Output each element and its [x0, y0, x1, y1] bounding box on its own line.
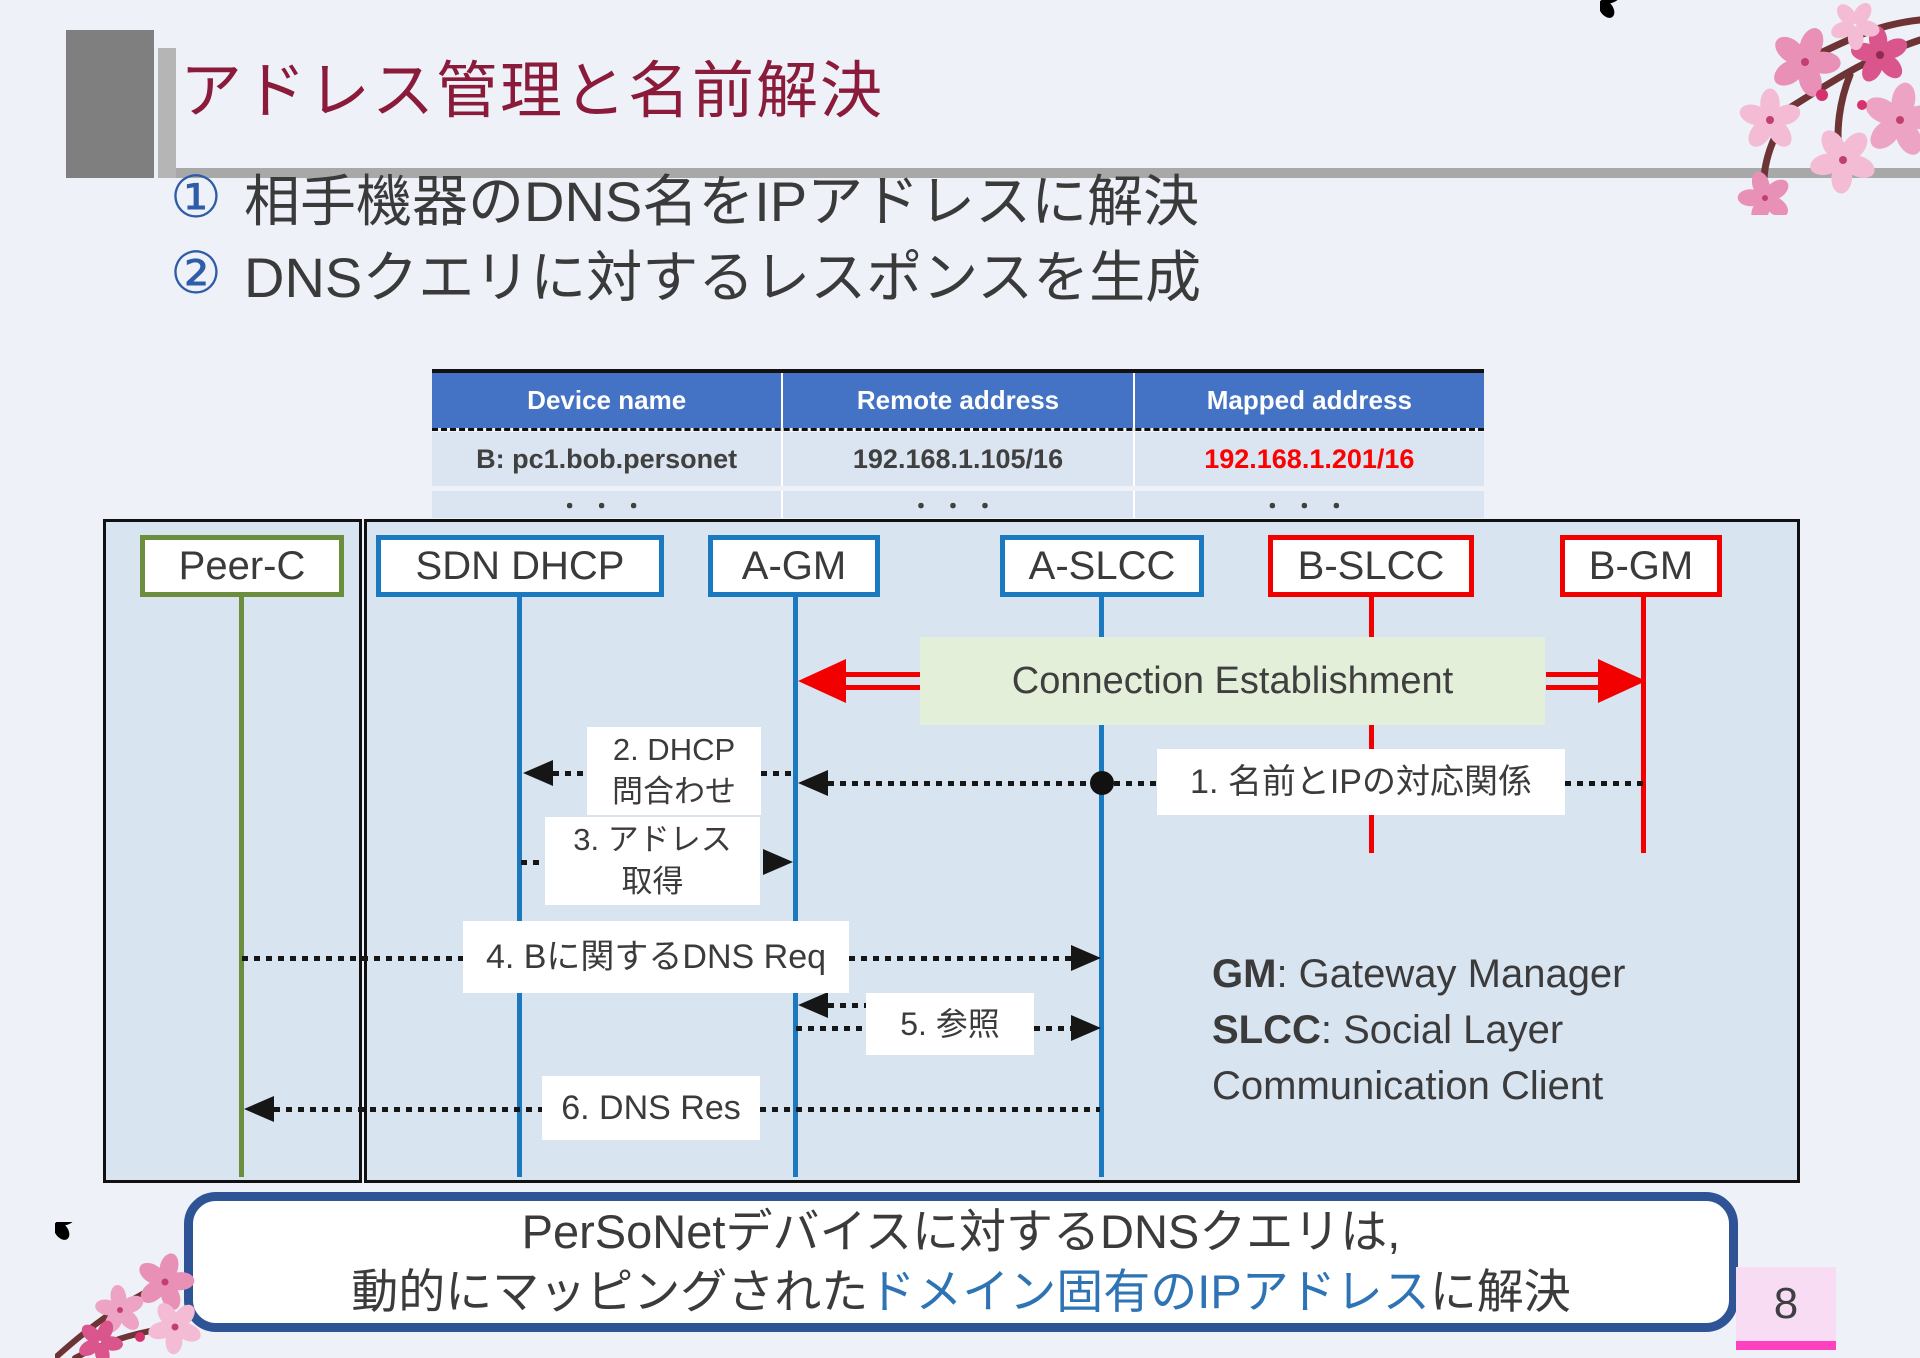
- actor-sdn-dhcp: SDN DHCP: [376, 535, 664, 597]
- arrowhead-left-icon: [798, 770, 828, 796]
- table-cell-remote-address: 192.168.1.105/16: [781, 432, 1132, 486]
- callout-line-1: PerSoNetデバイスに対するDNSクエリは,: [521, 1205, 1401, 1258]
- actor-a-slcc: A-SLCC: [1000, 535, 1204, 597]
- message-3-label: 3. アドレス 取得: [545, 817, 760, 905]
- conclusion-callout: PerSoNetデバイスに対するDNSクエリは, 動的にマッピングされたドメイン…: [184, 1192, 1738, 1332]
- bullet-2-number: ②: [170, 241, 222, 306]
- arrowhead-left-icon: [523, 760, 553, 786]
- message-3-line-2: 取得: [621, 864, 684, 899]
- header-light-gray-bar: [158, 48, 176, 178]
- dotted-line: [828, 1003, 868, 1008]
- table-cell-mapped-address: 192.168.1.201/16: [1132, 432, 1484, 486]
- red-arrowhead-right-icon: [1598, 659, 1646, 703]
- red-arrow-shaft-right: [1546, 672, 1598, 690]
- arrowhead-left-icon: [244, 1096, 274, 1122]
- legend-slcc-abbr: SLCC: [1212, 1008, 1321, 1052]
- table-cell-ellipsis: ・・・: [781, 491, 1132, 519]
- table-top-border: [432, 369, 1484, 373]
- dotted-line: [760, 1107, 1100, 1112]
- callout-line-2-post: に解決: [1429, 1265, 1571, 1318]
- table-header-remote-address: Remote address: [781, 373, 1132, 428]
- actor-peer-c: Peer-C: [140, 535, 344, 597]
- arrowhead-right-icon: [1071, 1015, 1101, 1041]
- message-5-label: 5. 参照: [866, 993, 1034, 1055]
- personet-frame: [364, 519, 1800, 1183]
- dotted-line: [828, 781, 1092, 786]
- callout-line-2: 動的にマッピングされたドメイン固有のIPアドレスに解決: [351, 1262, 1570, 1322]
- actor-a-gm: A-GM: [708, 535, 880, 597]
- address-mapping-table: Device name Remote address Mapped addres…: [432, 369, 1484, 519]
- lifeline-sdn-dhcp: [517, 597, 522, 1177]
- dotted-line: [553, 771, 587, 776]
- table-cell-ellipsis: ・・・: [558, 493, 655, 519]
- message-2-line-1: 2. DHCP: [612, 732, 736, 767]
- bullet-2: ② DNSクエリに対するレスポンスを生成: [170, 234, 1201, 312]
- table-header-row: Device name Remote address Mapped addres…: [432, 373, 1484, 428]
- legend-line-slcc: SLCC: Social Layer: [1212, 1002, 1626, 1058]
- dotted-line: [274, 1107, 542, 1112]
- dotted-line: [1114, 781, 1158, 786]
- legend-line-gm: GM: Gateway Manager: [1212, 946, 1626, 1002]
- page-number-accent-bar: [1736, 1341, 1836, 1350]
- header-dark-gray-bar: [66, 30, 154, 178]
- callout-line-2-pre: 動的にマッピングされた: [351, 1265, 869, 1318]
- bullet-1-number: ①: [170, 165, 222, 230]
- lifeline-b-gm: [1641, 597, 1646, 853]
- table-cell-ellipsis: ・・・: [1132, 491, 1484, 519]
- bullet-1-text: 相手機器のDNS名をIPアドレスに解決: [244, 169, 1200, 233]
- dotted-line: [1565, 781, 1643, 786]
- table-header-mapped-address: Mapped address: [1132, 373, 1484, 428]
- arrowhead-right-icon: [1071, 945, 1101, 971]
- table-cell-device-name: B: pc1.bob.personet: [476, 443, 738, 474]
- legend-slcc-text: : Social Layer: [1320, 1008, 1564, 1052]
- message-2-line-2: 問合わせ: [612, 774, 736, 809]
- actor-b-gm: B-GM: [1560, 535, 1722, 597]
- legend-line-slcc-2: Communication Client: [1212, 1064, 1604, 1108]
- page-number: 8: [1736, 1267, 1836, 1341]
- abbreviation-legend: GM: Gateway Manager SLCC: Social Layer C…: [1212, 946, 1626, 1114]
- message-6-label: 6. DNS Res: [542, 1076, 760, 1140]
- dotted-line: [242, 956, 463, 961]
- message-4-label: 4. Bに関するDNS Req: [463, 921, 849, 993]
- peer-c-frame: [103, 519, 362, 1183]
- lifeline-peer-c: [239, 597, 244, 1177]
- red-arrow-shaft-left: [846, 672, 920, 690]
- lifeline-b-slcc: [1369, 597, 1374, 853]
- lifeline-a-gm: [793, 597, 798, 1177]
- table-header-device-name: Device name: [527, 385, 687, 415]
- message-2-label: 2. DHCP 問合わせ: [587, 727, 761, 815]
- actor-b-slcc: B-SLCC: [1268, 535, 1474, 597]
- callout-line-2-highlight: ドメイン固有のIPアドレス: [868, 1265, 1430, 1318]
- table-row: B: pc1.bob.personet 192.168.1.105/16 192…: [432, 432, 1484, 486]
- dotted-line: [849, 956, 1071, 961]
- legend-gm-abbr: GM: [1212, 952, 1277, 996]
- arrowhead-right-icon: [763, 849, 793, 875]
- arrowhead-left-icon: [798, 992, 828, 1018]
- title-underline: [176, 168, 1920, 178]
- dotted-line: [521, 860, 547, 865]
- message-1-label: 1. 名前とIPの対応関係: [1157, 749, 1565, 815]
- lifeline-a-slcc: [1099, 597, 1104, 1177]
- dotted-line: [1034, 1026, 1072, 1031]
- dotted-line: [761, 771, 793, 776]
- table-dashed-separator: [432, 428, 1484, 431]
- red-arrowhead-left-icon: [798, 659, 846, 703]
- table-row-ellipsis: ・・・ ・・・ ・・・: [432, 491, 1484, 519]
- bullet-2-text: DNSクエリに対するレスポンスを生成: [244, 245, 1202, 309]
- connection-establishment-banner: Connection Establishment: [920, 637, 1545, 725]
- dotted-line: [796, 1026, 866, 1031]
- bullet-1: ① 相手機器のDNS名をIPアドレスに解決: [170, 158, 1199, 236]
- page-title: アドレス管理と名前解決: [180, 57, 885, 126]
- cherry-blossom-decoration-top: [1600, 0, 1920, 215]
- message-3-line-1: 3. アドレス: [573, 822, 732, 857]
- legend-gm-text: : Gateway Manager: [1276, 952, 1626, 996]
- message-origin-dot: [1090, 771, 1114, 795]
